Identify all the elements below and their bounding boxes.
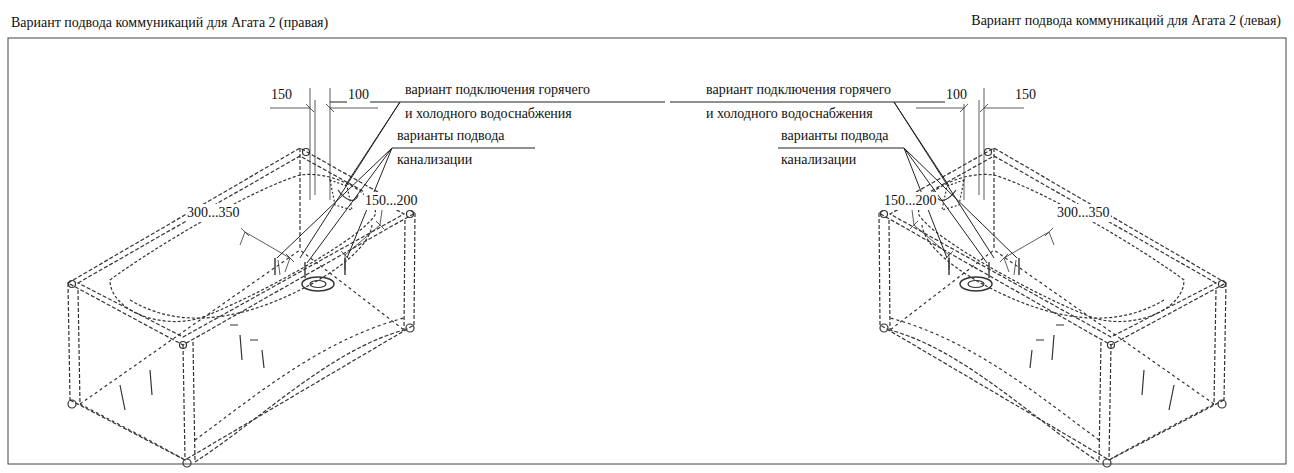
dimension-label: 100 bbox=[347, 86, 370, 104]
heading: Вариант подвода коммуникаций для Агата 2… bbox=[970, 12, 1282, 30]
heading: Вариант подвода коммуникаций для Агата 2… bbox=[10, 14, 329, 32]
dimension-label: 300...350 bbox=[186, 204, 241, 222]
dimension-label: 150...200 bbox=[364, 192, 419, 210]
dimension-label: 100 bbox=[945, 86, 968, 104]
dimension-label: 150 bbox=[270, 86, 293, 104]
leader-lines bbox=[277, 102, 1017, 263]
callout-note: варианты подвода канализации bbox=[780, 124, 892, 172]
frame bbox=[8, 38, 1286, 464]
dimension-label: 150...200 bbox=[883, 192, 938, 210]
bathtub-left-variant bbox=[879, 88, 1226, 467]
dimension-label: 300...350 bbox=[1056, 204, 1111, 222]
bathtub-right-variant bbox=[68, 88, 415, 467]
callout-note: варианты подвода канализации bbox=[396, 124, 508, 172]
callout-note: вариант подключения горячего и холодного… bbox=[404, 78, 594, 126]
dimension-label: 150 bbox=[1014, 86, 1037, 104]
callout-note: вариант подключения горячего и холодного… bbox=[705, 78, 895, 126]
